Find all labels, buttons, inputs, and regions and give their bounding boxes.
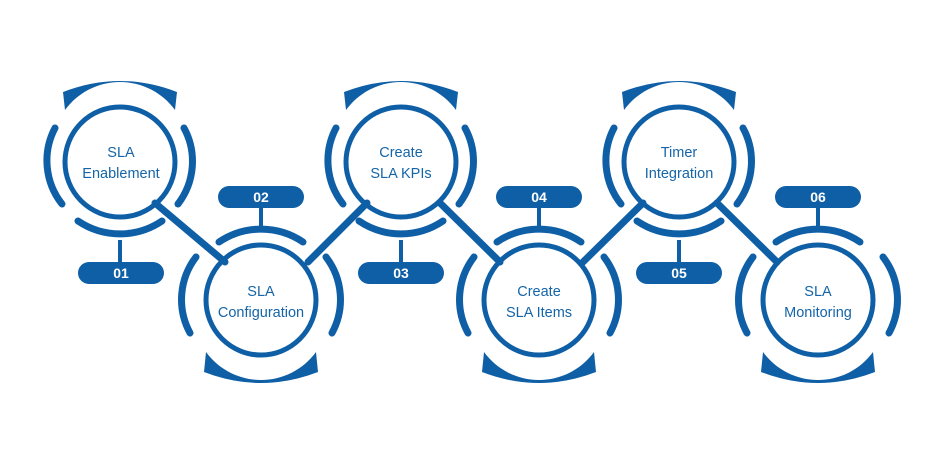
step-3-ring [343,104,459,220]
step-5-badge [636,262,722,284]
step-1-outer-arc-right [174,124,196,208]
step-4-ring [481,242,597,358]
step-4-outer-arc [456,253,478,337]
step-1-outer-arc [43,124,66,208]
step-2-ring [203,242,319,358]
step-5-outer-arc [602,124,625,208]
step-3-bottom-arc [355,217,447,238]
step-1-label-line1: SLA [107,145,135,161]
step-4-cap [482,352,596,383]
step-1-bottom-arc [74,217,166,238]
step-4-number: 04 [531,189,547,205]
step-6-top-arc [772,225,864,246]
step-5-outer-arc-right [733,124,755,208]
step-2-outer-arc [178,253,200,337]
step-2-top-arc [215,225,307,246]
step-3-label-line2: SLA KPIs [370,166,431,182]
step-node-2: 02 SLA Configuration [178,186,344,383]
step-3-label-line1: Create [379,145,423,161]
step-6-outer-arc-right [879,253,901,337]
step-2-label-line2: Configuration [218,305,304,321]
step-3-badge [358,262,444,284]
step-5-bottom-arc [633,217,725,238]
step-node-6: 06 SLA Monitoring [735,186,901,383]
step-6-number: 06 [810,189,826,205]
step-6-label-line1: SLA [804,284,832,300]
step-3-outer-arc [324,124,347,208]
step-5-label-line1: Timer [661,145,698,161]
step-6-ring [760,242,876,358]
step-2-badge [218,186,304,208]
connector-5-6 [713,199,781,266]
connector-4-5 [579,199,647,266]
step-5-ring [621,104,737,220]
step-2-label-line1: SLA [247,284,275,300]
step-1-label-line2: Enablement [82,166,159,182]
step-node-1: 01 SLA Enablement [43,81,196,284]
step-node-4: 04 Create SLA Items [456,186,622,383]
step-4-outer-arc-right [600,253,622,337]
step-node-5: 05 Timer Integration [602,81,755,284]
step-6-cap [761,352,875,383]
connectors [151,199,781,266]
step-4-top-arc [493,225,585,246]
step-5-label-line2: Integration [645,166,714,182]
step-4-badge [496,186,582,208]
step-1-ring [62,104,178,220]
connector-1-2 [151,199,229,266]
connector-3-4 [436,199,504,266]
step-6-badge [775,186,861,208]
step-2-number: 02 [253,189,269,205]
step-4-label-line1: Create [517,284,561,300]
connector-2-3 [304,199,371,266]
step-6-label-line2: Monitoring [784,305,852,321]
step-4-label-line2: SLA Items [506,305,572,321]
step-5-number: 05 [671,265,687,281]
step-2-cap [204,352,318,383]
step-node-3: 03 Create SLA KPIs [324,81,477,284]
step-1-number: 01 [113,265,129,281]
step-3-outer-arc-right [455,124,477,208]
step-6-outer-arc [735,253,757,337]
step-3-number: 03 [393,265,409,281]
step-2-outer-arc-right [322,253,344,337]
step-1-badge [78,262,164,284]
